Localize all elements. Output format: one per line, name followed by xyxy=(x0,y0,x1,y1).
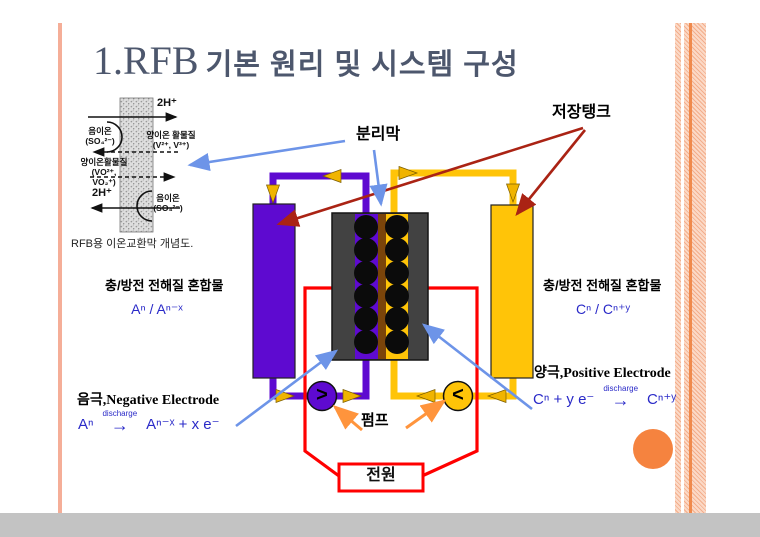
proton-label-bottom: 2H⁺ xyxy=(92,187,112,199)
positive-pump xyxy=(442,380,474,412)
flow-arrows xyxy=(266,166,520,403)
electrolyte-particles xyxy=(354,215,409,354)
reaction-rhs: Cⁿ⁺ʸ xyxy=(647,391,677,409)
positive-electrolyte-label: 충/방전 전해질 혼합물 xyxy=(543,278,662,293)
positive-reaction: Cⁿ + y e⁻ discharge → Cⁿ⁺ʸ xyxy=(533,384,677,411)
negative-reaction: Aⁿ discharge → Aⁿ⁻ˣ + x e⁻ xyxy=(78,409,220,436)
negative-pump-symbol: > xyxy=(316,384,328,406)
right-border-stripe xyxy=(684,23,689,513)
flow-arrow xyxy=(321,169,342,183)
flow-arrow xyxy=(415,389,436,403)
cation-active-label-left: 양이온활물질 (VO²⁺, VO₂⁺) xyxy=(80,157,128,188)
reaction-arrow-group: discharge → xyxy=(102,409,138,436)
positive-species: Cⁿ / Cⁿ⁺ʸ xyxy=(576,301,630,317)
reaction-arrow: → xyxy=(611,390,630,411)
anion-recirculation-arc-top xyxy=(106,121,123,153)
separator-membrane xyxy=(378,214,386,359)
negative-pump xyxy=(306,380,338,412)
reaction-lhs: Aⁿ xyxy=(78,416,94,434)
pump-pointer-arrow-right xyxy=(405,399,447,430)
anion-label-bottom: 음이온 (SO₄²⁻) xyxy=(153,193,183,214)
flow-arrow xyxy=(506,183,520,204)
membrane-figure-caption: RFB용 이온교환막 개념도. xyxy=(71,238,194,250)
reaction-arrow: → xyxy=(110,415,129,436)
power-supply-label: 전원 xyxy=(366,467,396,484)
proton-label-top: 2H⁺ xyxy=(157,97,177,109)
storage-tank-pointer-left xyxy=(276,126,584,227)
flow-arrow xyxy=(342,389,363,403)
pump-label: 펌프 xyxy=(361,412,389,429)
storage-tank-pointer-right xyxy=(515,129,587,217)
title-prefix: 1.RFB xyxy=(93,38,199,83)
right-border-stripe xyxy=(692,23,706,513)
negative-species: Aⁿ / Aⁿ⁻ˣ xyxy=(131,301,183,317)
negative-electrode-label: 음극,Negative Electrode xyxy=(77,393,220,408)
negative-electrode-pointer-arrow xyxy=(235,349,339,428)
ion-exchange-membrane-figure xyxy=(88,97,180,233)
flow-arrow xyxy=(266,184,280,205)
separator-pointer-arrow xyxy=(369,149,388,207)
reaction-condition: discharge xyxy=(603,384,639,393)
reaction-condition: discharge xyxy=(102,409,138,418)
reaction-arrow-group: discharge → xyxy=(603,384,639,411)
reaction-rhs: Aⁿ⁻ˣ + x e⁻ xyxy=(146,416,220,434)
flow-arrow xyxy=(398,166,419,180)
negative-storage-tank xyxy=(252,203,296,379)
accent-circle xyxy=(633,429,673,469)
cell-stack xyxy=(331,212,429,361)
anion-label-top: 음이온 (SO₄²⁻) xyxy=(85,126,115,147)
circuit-wire-right xyxy=(421,286,479,478)
cation-active-label-right: 양이온 활물질 (V²⁺, V³⁺) xyxy=(146,130,196,151)
separator-label: 분리막 xyxy=(356,126,401,143)
slide-title: 1.RFB 기본 원리 및 시스템 구성 xyxy=(93,38,519,84)
right-border-stripe xyxy=(689,23,692,513)
negative-electrolyte-label: 충/방전 전해질 혼합물 xyxy=(105,278,224,293)
anion-recirculation-arc-bottom xyxy=(136,190,153,222)
positive-storage-tank xyxy=(490,204,534,379)
ion-exchange-membrane xyxy=(119,97,154,233)
footer-strip xyxy=(0,513,760,537)
positive-pump-symbol: < xyxy=(452,384,464,406)
membrane-figure-pointer-arrow xyxy=(187,139,346,172)
circuit-wire-left xyxy=(303,286,341,478)
flow-arrow xyxy=(275,389,296,403)
left-accent-line xyxy=(58,23,62,513)
right-border-stripe xyxy=(675,23,681,513)
pump-pointer-arrow-left xyxy=(332,405,363,432)
positive-electrode-label: 양극,Positive Electrode xyxy=(534,366,671,381)
storage-tank-label: 저장탱크 xyxy=(552,104,611,121)
flow-arrow xyxy=(486,389,507,403)
power-supply-box xyxy=(337,462,425,493)
title-korean: 기본 원리 및 시스템 구성 xyxy=(205,49,519,81)
positive-electrode-pointer-arrow xyxy=(421,323,533,411)
reaction-lhs: Cⁿ + y e⁻ xyxy=(533,391,595,409)
